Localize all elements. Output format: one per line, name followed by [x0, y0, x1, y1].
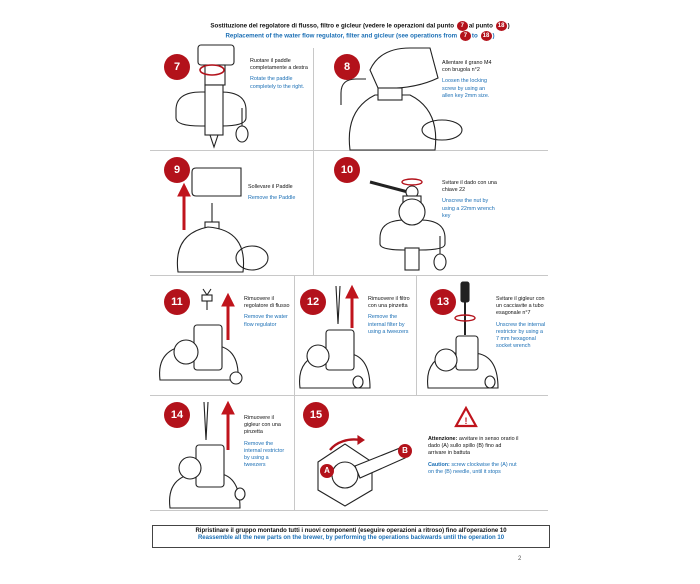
page-number: 2 [518, 556, 522, 562]
step-10-text: Svitare il dado con una chiave 22 Unscre… [442, 180, 498, 220]
row-divider [150, 150, 548, 151]
col-divider [313, 151, 314, 275]
to-step-badge-en: 18 [480, 31, 492, 41]
step13-illustration [427, 281, 499, 389]
step-12-badge: 12 [300, 289, 326, 315]
step12-illustration [299, 285, 371, 389]
step-13-en: Unscrew the internal restrictor by using… [496, 321, 546, 350]
step-7-badge: 7 [164, 54, 190, 80]
step-12-text: Rimuovere il filtro con una pinzetta Rem… [368, 296, 414, 336]
page-title-it: Sostituzione del regolatore di flusso, f… [210, 21, 510, 31]
step-11-en: Remove the water flow regulator [244, 314, 288, 328]
step-13-text: Svitare il gigleur con un cacciavite a t… [496, 296, 546, 350]
step-15-text: Attenzione: avvitare in senso orario il … [428, 436, 520, 476]
step-10-en: Unscrew the nut by using a 22mm wrench k… [442, 198, 495, 219]
col-divider [416, 276, 417, 395]
step-9-en: Remove the Paddle [248, 195, 296, 202]
step11-illustration [159, 288, 243, 385]
title-it-mid: al punto [468, 22, 493, 30]
step-10-badge: 10 [334, 157, 360, 183]
step-11-text: Rimuovere il regolatore di flusso Remove… [244, 296, 290, 329]
warning-icon [454, 405, 478, 428]
step-14-text: Rimuovere il gigleur con una pinzetta Re… [244, 415, 290, 469]
step-10-it: Svitare il dado con una chiave 22 [442, 180, 497, 194]
step-13-badge: 13 [430, 289, 456, 315]
step-8-en: Loosen the locking screw by using an all… [442, 78, 490, 99]
svg-text:!: ! [465, 416, 468, 426]
step-7-text: Ruotare il paddle completamente a destra… [250, 58, 308, 91]
step-15-en-bold: Caution: [428, 461, 450, 468]
step-9-it: Sollevare il Paddle [248, 184, 293, 190]
step-12-en: Remove the internal filter by using a tw… [368, 314, 409, 335]
step15-illustration [317, 434, 406, 507]
to-step-badge: 18 [495, 21, 507, 31]
col-divider [294, 396, 295, 510]
step14-illustration [169, 401, 246, 509]
title-en-text: Replacement of the water flow regulator,… [225, 32, 458, 40]
step10-illustration [369, 178, 447, 271]
step-14-badge: 14 [164, 402, 190, 428]
step-13-it: Svitare il gigleur con un cacciavite a t… [496, 296, 545, 317]
reassembly-note-it: Ripristinare il gruppo montando tutti i … [195, 528, 507, 534]
step-8-text: Allentare il grano M4 con brugola n°2 Lo… [442, 60, 498, 100]
step-7-it: Ruotare il paddle completamente a destra [250, 58, 308, 72]
col-divider [294, 276, 295, 395]
step-15-it: Attenzione: avvitare in senso orario il … [428, 436, 520, 458]
row-divider [150, 395, 548, 396]
label-b-badge: B [398, 444, 412, 458]
step7-illustration [175, 44, 249, 149]
label-a-badge: A [320, 464, 334, 478]
row-divider [150, 510, 548, 511]
row-divider [150, 275, 548, 276]
from-step-badge-en: 7 [459, 31, 471, 41]
step-11-it: Rimuovere il regolatore di flusso [244, 296, 290, 310]
step-14-en: Remove the internal restrictor by using … [244, 440, 285, 469]
step-7-en: Rotate the paddle completely to the righ… [250, 76, 305, 90]
step-15-it-rest: avvitare in senso orario il dado (A) sul… [428, 436, 519, 457]
reassembly-note: Ripristinare il gruppo montando tutti i … [152, 525, 550, 548]
step-15-it-bold: Attenzione: [428, 436, 458, 442]
step9-illustration [176, 167, 269, 273]
step-9-badge: 9 [164, 157, 190, 183]
step-8-badge: 8 [334, 54, 360, 80]
step-9-text: Sollevare il Paddle Remove the Paddle [248, 184, 310, 202]
title-it-text: Sostituzione del regolatore di flusso, f… [210, 22, 455, 30]
step-14-it: Rimuovere il gigleur con una pinzetta [244, 415, 281, 436]
step-11-badge: 11 [164, 289, 190, 315]
reassembly-note-en: Reassemble all the new parts on the brew… [197, 535, 505, 541]
step8-illustration [340, 47, 463, 151]
step-15-badge: 15 [303, 402, 329, 428]
page-title-en: Replacement of the water flow regulator,… [225, 31, 495, 41]
step-12-it: Rimuovere il filtro con una pinzetta [368, 296, 410, 310]
step-15-en-rest: screw clockwise the (A) nut on the (B) n… [428, 461, 517, 475]
step-8-it: Allentare il grano M4 con brugola n°2 [442, 60, 492, 74]
from-step-badge: 7 [456, 21, 468, 31]
title-en-mid: to [471, 32, 478, 40]
step-15-en: Caution: screw clockwise the (A) nut on … [428, 462, 520, 476]
col-divider [313, 48, 314, 150]
